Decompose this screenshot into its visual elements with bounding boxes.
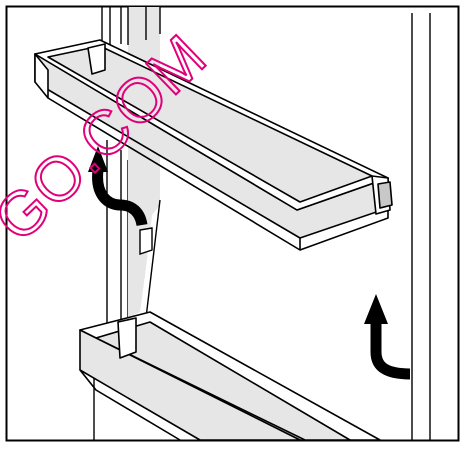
lower-door-shelf — [79, 311, 381, 441]
curved-up-arrow-icon — [88, 146, 148, 227]
frame-rail — [127, 7, 161, 319]
curved-up-arrow-icon — [364, 294, 411, 380]
upper-door-shelf — [34, 39, 393, 251]
door-edge-right — [411, 13, 431, 440]
shelf-clip — [139, 227, 153, 255]
